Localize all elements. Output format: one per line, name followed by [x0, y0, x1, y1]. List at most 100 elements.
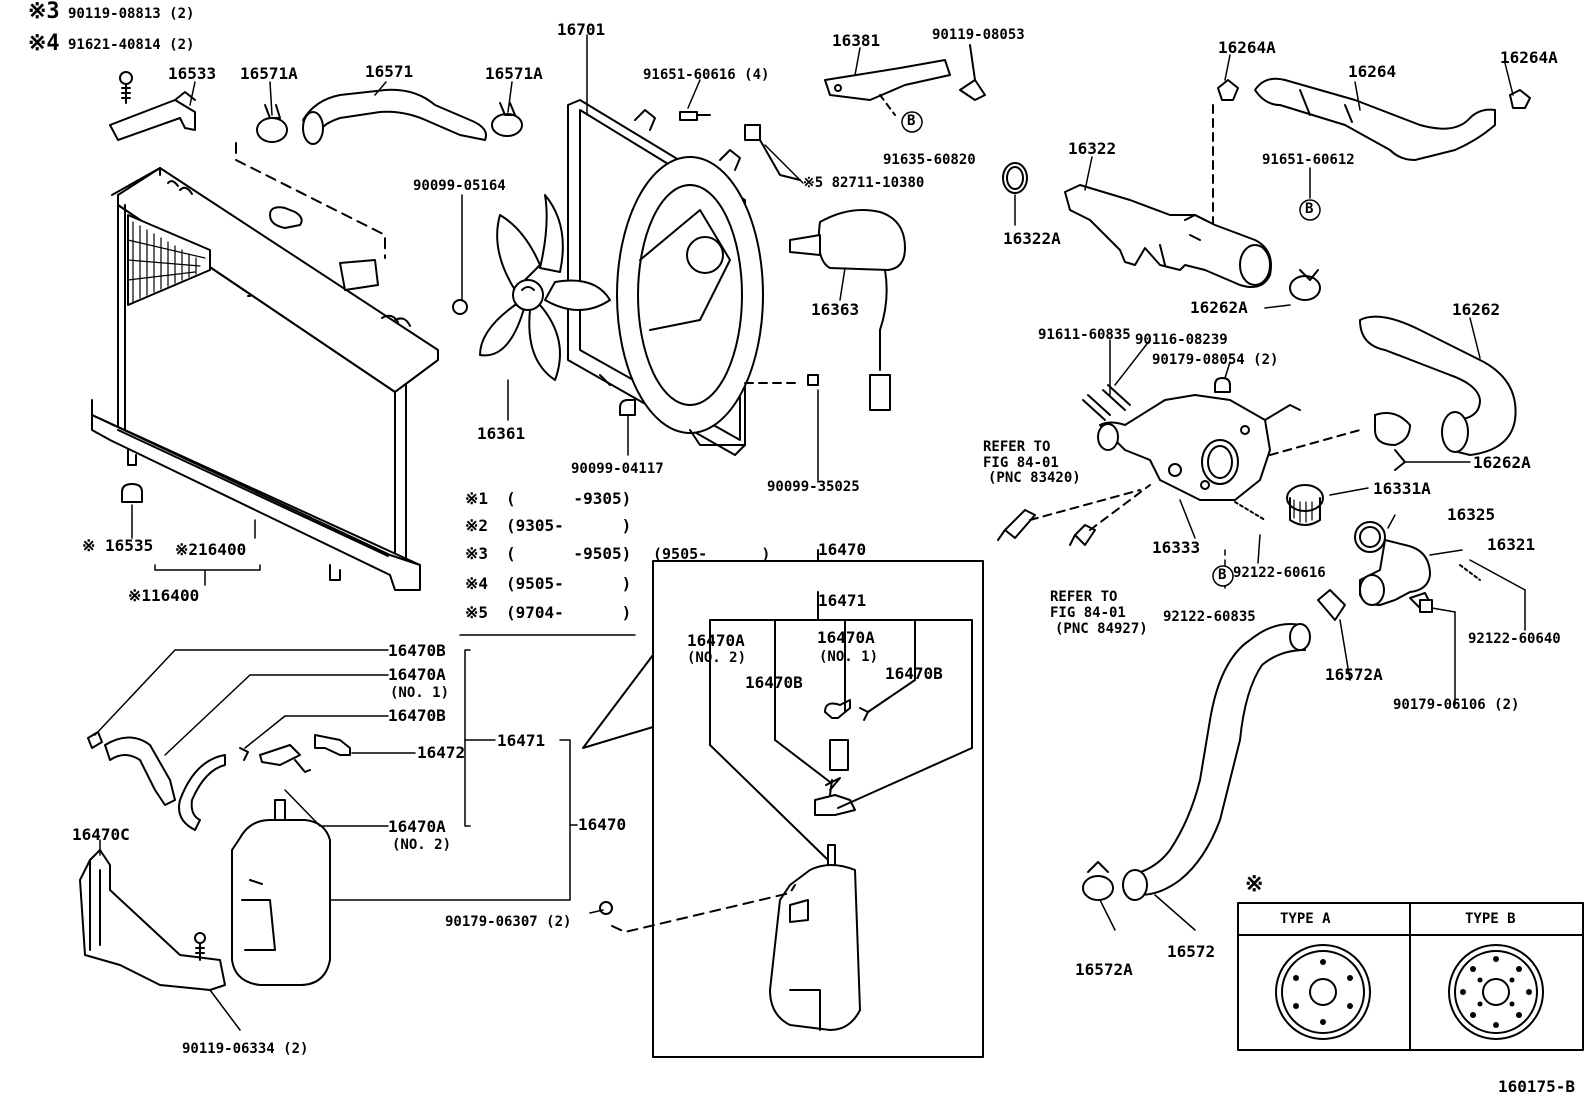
refer-2-line-3: (PNC 84927): [1055, 621, 1148, 637]
label-90119-06334: 90119-06334 (2): [182, 1041, 309, 1057]
water-inlet-housing-drawing: [1082, 377, 1361, 501]
legend-mark-1: ※1: [465, 489, 489, 508]
figure-code: 160175-B: [1498, 1077, 1576, 1096]
circle-b-2: B: [1305, 201, 1314, 217]
label-90119-08053: 90119-08053: [932, 27, 1025, 43]
label-16470: 16470: [578, 815, 627, 834]
bracket-16381-drawing: [824, 44, 986, 116]
note-3-mark: ※3: [28, 0, 60, 24]
label-16262a-bottom: 16262A: [1473, 453, 1531, 472]
label-16262a-top: 16262A: [1190, 298, 1248, 317]
label-16264: 16264: [1348, 62, 1397, 81]
fan-blade-drawing: [452, 194, 611, 381]
thermostat-drawing: [1234, 484, 1481, 609]
legend-mark-2: ※2: [465, 516, 489, 535]
legend-range-2: (9305- ): [506, 516, 632, 535]
refer-2-line-1: REFER TO: [1050, 589, 1118, 605]
label-216400: ※216400: [175, 540, 247, 559]
type-b-label: TYPE B: [1465, 911, 1516, 927]
reserve-tank-drawing: [79, 731, 613, 991]
label-90179-06307: 90179-06307 (2): [445, 914, 572, 930]
label-16325: 16325: [1447, 505, 1496, 524]
label-16470a-1-sub: (NO. 1): [390, 685, 450, 701]
label-90099-35025: 90099-35025: [767, 479, 860, 495]
label-82711-10380: ※5 82711-10380: [803, 175, 925, 191]
fan-motor-drawing: [619, 111, 906, 416]
label-16535: ※ 16535: [82, 536, 154, 555]
label-16571a-left: 16571A: [240, 64, 298, 83]
refer-1-line-3: (PNC 83420): [988, 470, 1081, 486]
label-16470a-no2-box-sub: (NO. 2): [687, 650, 747, 666]
lower-hose-16572-drawing: [1082, 589, 1346, 901]
label-16363: 16363: [811, 300, 860, 319]
label-16470a-no1-box-sub: (NO. 1): [819, 649, 879, 665]
label-16701: 16701: [557, 20, 606, 39]
label-16571a-right: 16571A: [485, 64, 543, 83]
label-16470a-no2-box: 16470A: [687, 631, 745, 650]
label-16264a-left: 16264A: [1218, 38, 1276, 57]
label-16322a: 16322A: [1003, 229, 1061, 248]
label-16361: 16361: [477, 424, 526, 443]
refer-1-line-2: FIG 84-01: [983, 455, 1059, 471]
legend-range-1: ( -9305): [506, 489, 632, 508]
inset-tank-drawing: [769, 699, 869, 1031]
upper-hose-drawing: [235, 88, 523, 259]
label-16572a-bottom: 16572A: [1075, 960, 1133, 979]
label-16470a-1: 16470A: [388, 665, 446, 684]
label-16533: 16533: [168, 64, 217, 83]
legend-mark-5: ※5: [465, 603, 489, 622]
label-91651-60616: 91651-60616 (4): [643, 67, 770, 83]
sensor-drawings: [997, 484, 1433, 613]
legend-range-3: ( -9505): [506, 544, 632, 563]
label-16321: 16321: [1487, 535, 1536, 554]
legend-mark-3: ※3: [465, 544, 489, 563]
label-116400: ※116400: [128, 586, 200, 605]
label-92122-60835: 92122-60835: [1163, 609, 1256, 625]
label-16572: 16572: [1167, 942, 1216, 961]
clip-16533-drawing: [109, 71, 196, 141]
water-outlet-16322-drawing: [1002, 162, 1321, 301]
label-90179-08054: 90179-08054 (2): [1152, 352, 1279, 368]
label-16331a: 16331A: [1373, 479, 1431, 498]
pipe-16264-drawing: [1212, 77, 1531, 246]
refer-2-line-2: FIG 84-01: [1050, 605, 1126, 621]
label-16264a-right: 16264A: [1500, 48, 1558, 67]
label-16470a-no1-box: 16470A: [817, 628, 875, 647]
label-16471-box: 16471: [818, 591, 867, 610]
note-3-part: 90119-08813 (2): [68, 6, 195, 22]
label-16470a-2-sub: (NO. 2): [392, 837, 452, 853]
hose-16262-drawing: [1359, 315, 1517, 471]
label-16262: 16262: [1452, 300, 1501, 319]
label-90179-06106: 90179-06106 (2): [1393, 697, 1520, 713]
legend-range-5: (9704- ): [506, 603, 632, 622]
circle-b-1: B: [907, 113, 916, 129]
label-16381: 16381: [832, 31, 881, 50]
legend-extra-range: (9505- ): [653, 545, 771, 563]
circle-b-3: B: [1218, 567, 1227, 583]
type-table-drawing: [1237, 902, 1584, 1051]
label-16470-box: 16470: [818, 540, 867, 559]
radiator-drawing: [91, 167, 439, 591]
label-16571: 16571: [365, 62, 414, 81]
label-90099-04117: 90099-04117: [571, 461, 664, 477]
label-90099-05164: 90099-05164: [413, 178, 506, 194]
label-16572a-right: 16572A: [1325, 665, 1383, 684]
label-16470b-box-left: 16470B: [745, 673, 803, 692]
label-16322: 16322: [1068, 139, 1117, 158]
label-16470a-2: 16470A: [388, 817, 446, 836]
fan-shroud-drawing: [567, 99, 764, 456]
type-a-label: TYPE A: [1280, 911, 1331, 927]
label-16470b-1: 16470B: [388, 641, 446, 660]
label-16470b-2: 16470B: [388, 706, 446, 725]
note-4-part: 91621-40814 (2): [68, 37, 195, 53]
label-16472: 16472: [417, 743, 466, 762]
leader-lines: [94, 34, 1526, 1031]
circle-b-markers: [901, 111, 1321, 587]
label-90116-08239: 90116-08239: [1135, 332, 1228, 348]
label-16471: 16471: [497, 731, 546, 750]
label-91611-60835: 91611-60835: [1038, 327, 1131, 343]
label-16470c: 16470C: [72, 825, 130, 844]
legend-range-4: (9505- ): [506, 574, 632, 593]
